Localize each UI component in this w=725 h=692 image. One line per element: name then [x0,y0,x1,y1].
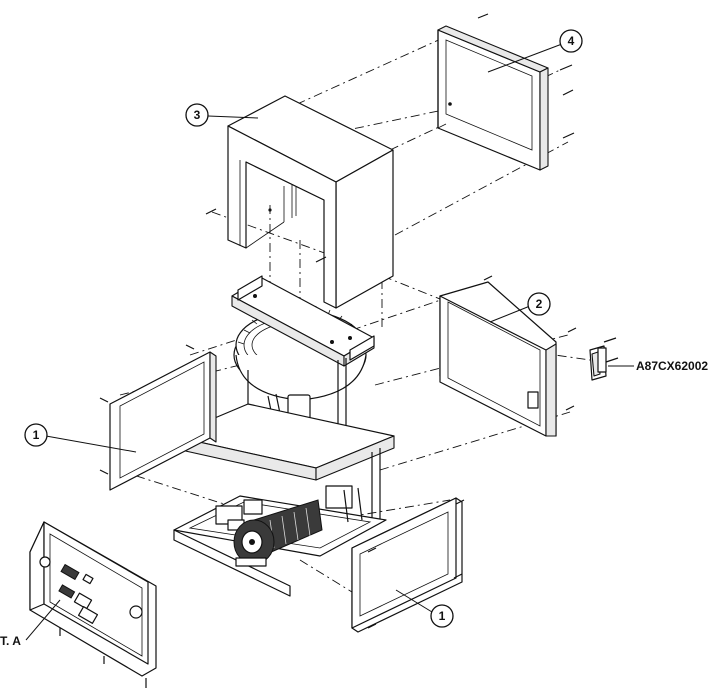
connector-label-group: A87CX62002 [608,359,708,373]
drum-assembly [231,275,375,465]
back-panel-top [437,13,575,171]
control-panel [29,521,157,688]
control-panel-detail-label: T. A [0,634,21,648]
side-panel-front [351,497,465,633]
callout-1-left-label: 1 [33,428,40,442]
top-cover [205,95,394,309]
callout-2-label: 2 [536,297,543,311]
motor-chassis [173,485,387,597]
side-panel-left [99,344,217,491]
connector-part-label: A87CX62002 [636,359,708,373]
rear-panel-right [439,275,577,437]
callout-2: 2 [489,292,551,323]
callout-4: 4 [487,29,583,73]
callout-1-front: 1 [395,589,454,628]
base-deck [171,403,395,520]
callout-1-left: 1 [24,423,137,453]
callout-3-label: 3 [194,108,201,122]
callout-1-front-label: 1 [439,609,446,623]
detail-label-group: T. A [0,599,61,648]
connector-part [589,337,619,381]
callout-3: 3 [185,103,259,127]
callout-4-label: 4 [568,34,575,48]
